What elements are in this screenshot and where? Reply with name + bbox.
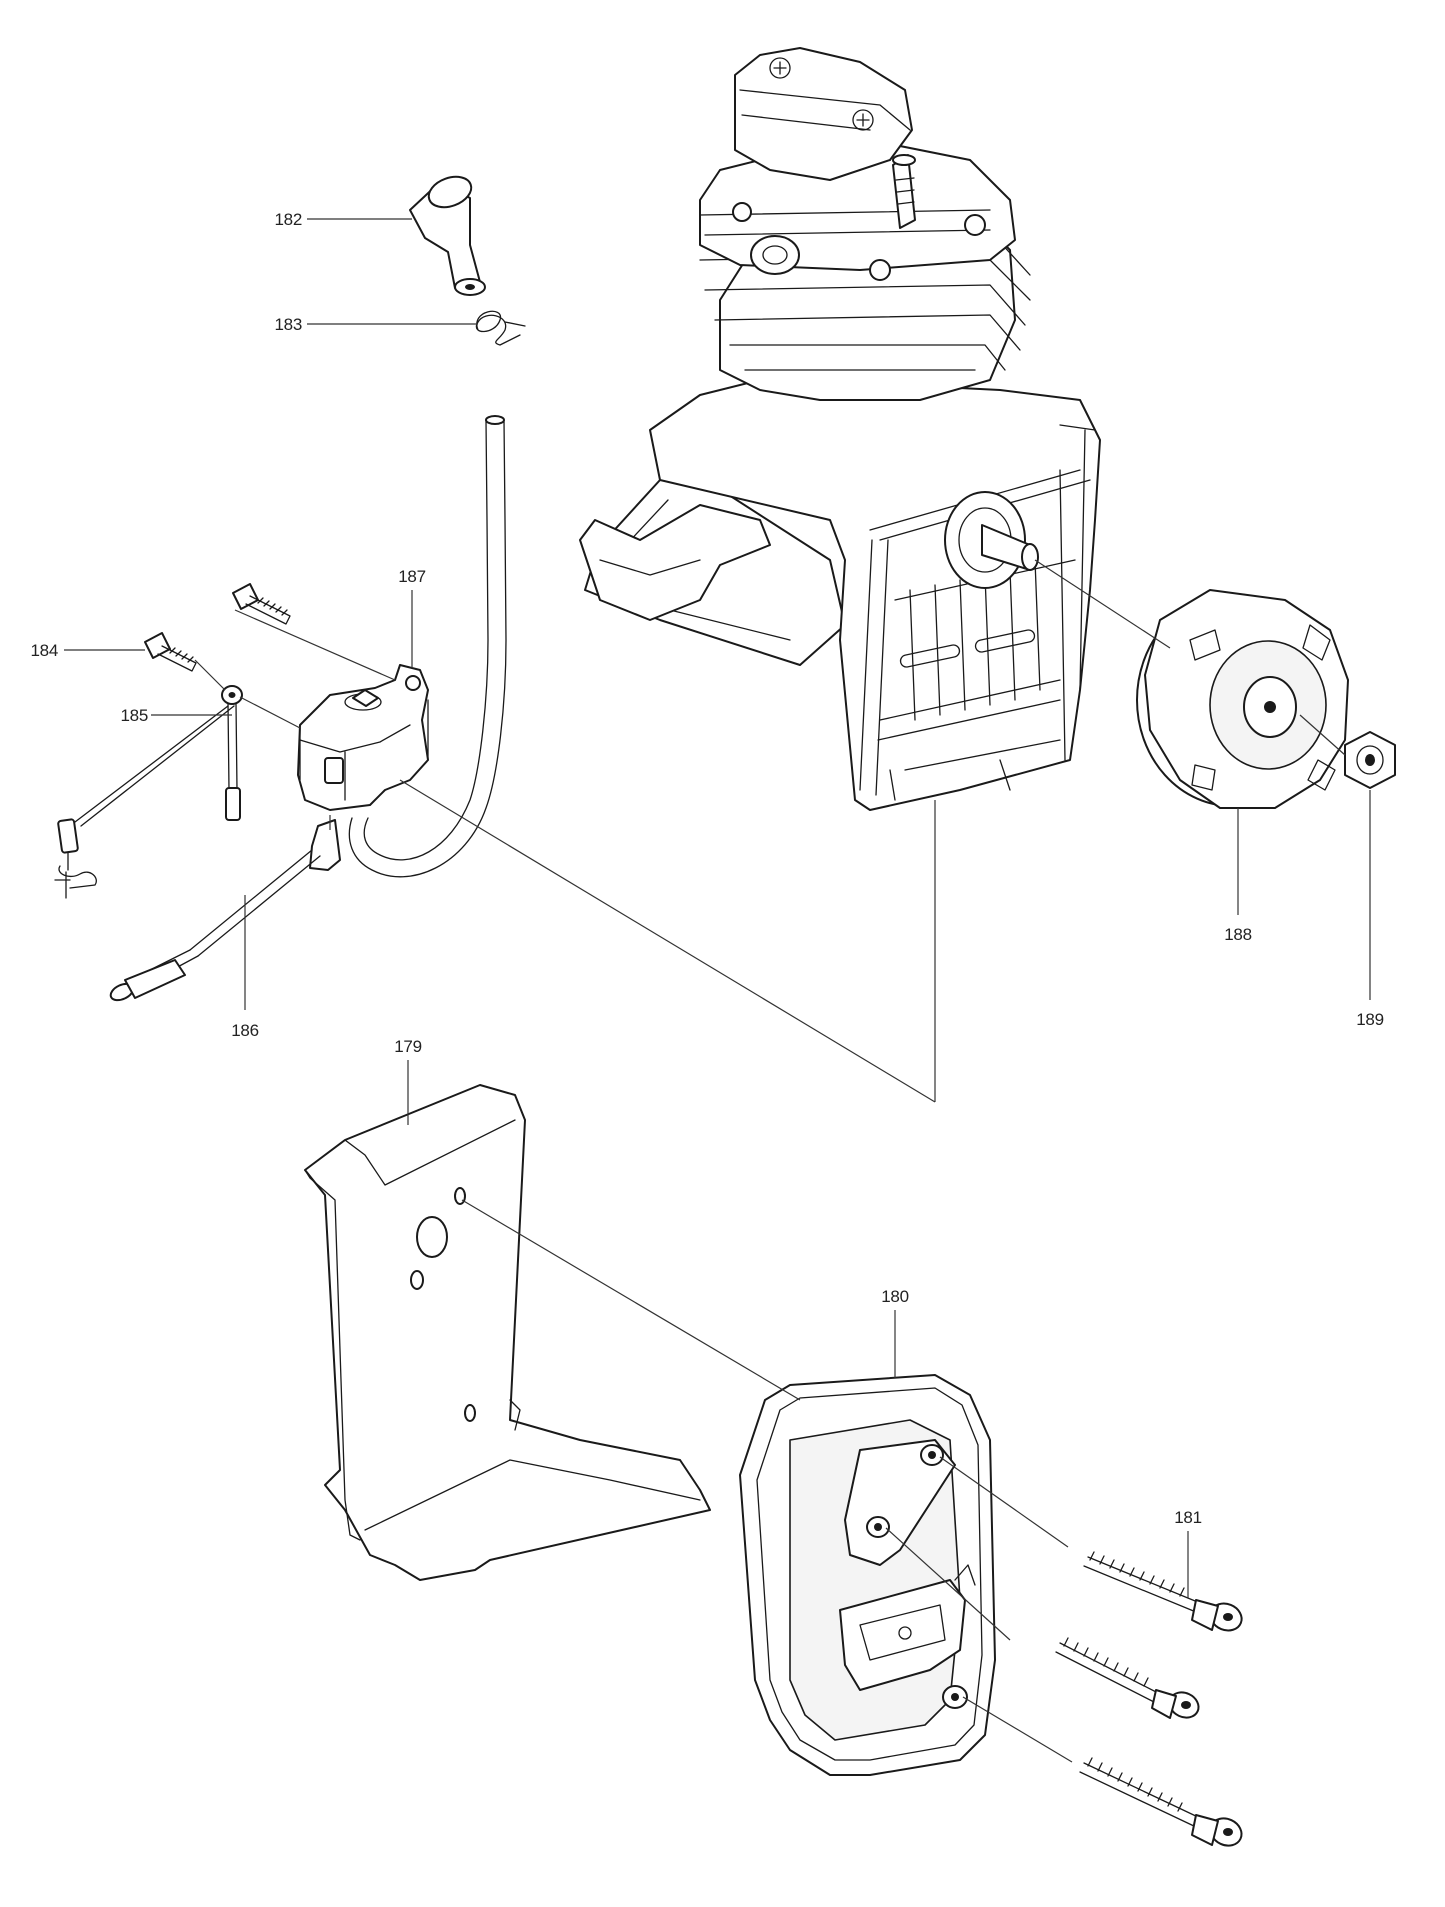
part-number-183: 183 <box>275 315 302 334</box>
part-number-184: 184 <box>31 641 58 660</box>
coil-screw <box>232 583 291 625</box>
part-number-188: 188 <box>1224 925 1251 944</box>
ignition-coil <box>297 664 429 811</box>
muffler <box>739 1374 996 1776</box>
screw-184 <box>144 632 197 672</box>
flywheel-nut <box>1344 731 1396 789</box>
engine-block <box>579 47 1101 811</box>
part-number-181: 181 <box>1174 1508 1201 1527</box>
part-number-182: 182 <box>275 210 302 229</box>
ignition-cord <box>348 415 507 878</box>
part-labels: 182 183 184 185 186 187 188 189 179 180 … <box>31 210 1385 1527</box>
spring-clip <box>475 310 526 346</box>
flywheel <box>1136 589 1349 809</box>
part-number-187: 187 <box>398 567 425 586</box>
leader-lines <box>64 218 1371 1598</box>
part-number-179: 179 <box>394 1037 421 1056</box>
muffler-bolt-2 <box>1055 1637 1200 1719</box>
muffler-bolt-1 <box>1083 1551 1243 1632</box>
part-number-186: 186 <box>231 1021 258 1040</box>
part-number-180: 180 <box>881 1287 908 1306</box>
terminal-lead-186 <box>109 819 341 1002</box>
spark-plug-cap <box>409 175 486 296</box>
muffler-bolt-3 <box>1079 1757 1243 1847</box>
part-number-185: 185 <box>121 706 148 725</box>
assembly-guide-lines <box>194 559 1346 1763</box>
terminal-lead-185 <box>54 685 243 899</box>
part-number-189: 189 <box>1356 1010 1383 1029</box>
heat-shield <box>304 1084 711 1581</box>
